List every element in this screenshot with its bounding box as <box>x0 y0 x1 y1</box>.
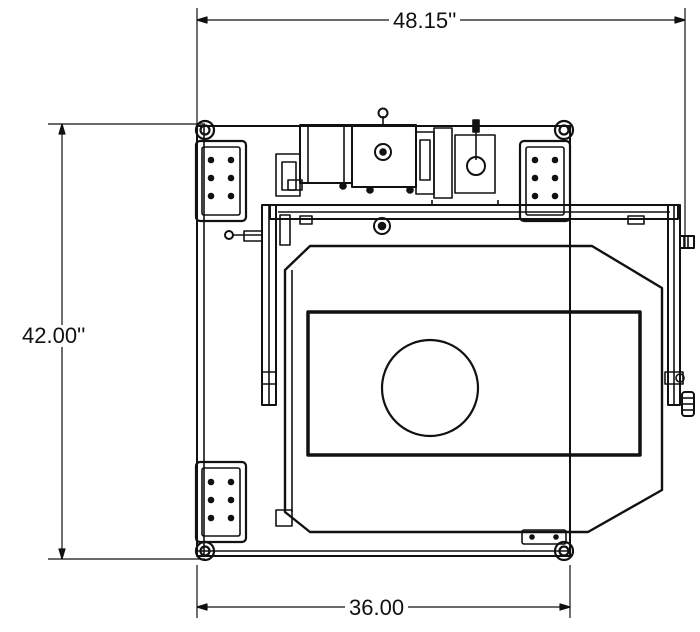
overall-width-label: 48.15'' <box>389 10 461 32</box>
handle-lever <box>454 119 496 194</box>
main-housing <box>283 244 664 534</box>
inner-window <box>306 310 642 457</box>
overall-depth-label: 42.00'' <box>20 323 88 348</box>
center-port <box>380 338 480 438</box>
mounting-plate-top-left <box>194 139 248 223</box>
carriage-frame <box>261 200 681 406</box>
caster-top-right <box>553 119 575 141</box>
mounting-plates <box>194 139 572 545</box>
caster-top-left <box>194 119 216 141</box>
caster-bottom-right <box>553 540 575 562</box>
left-adjust-handle <box>224 230 263 242</box>
motor-assembly <box>275 107 453 199</box>
mounting-plate-bottom-right <box>521 529 567 545</box>
caster-wheels <box>194 119 575 562</box>
mounting-plate-top-right <box>518 139 572 223</box>
base-width-label: 36.00 <box>345 597 409 619</box>
right-adjust-knobs <box>664 235 695 417</box>
mounting-plate-bottom-left <box>194 460 248 544</box>
base-frame <box>196 125 571 557</box>
